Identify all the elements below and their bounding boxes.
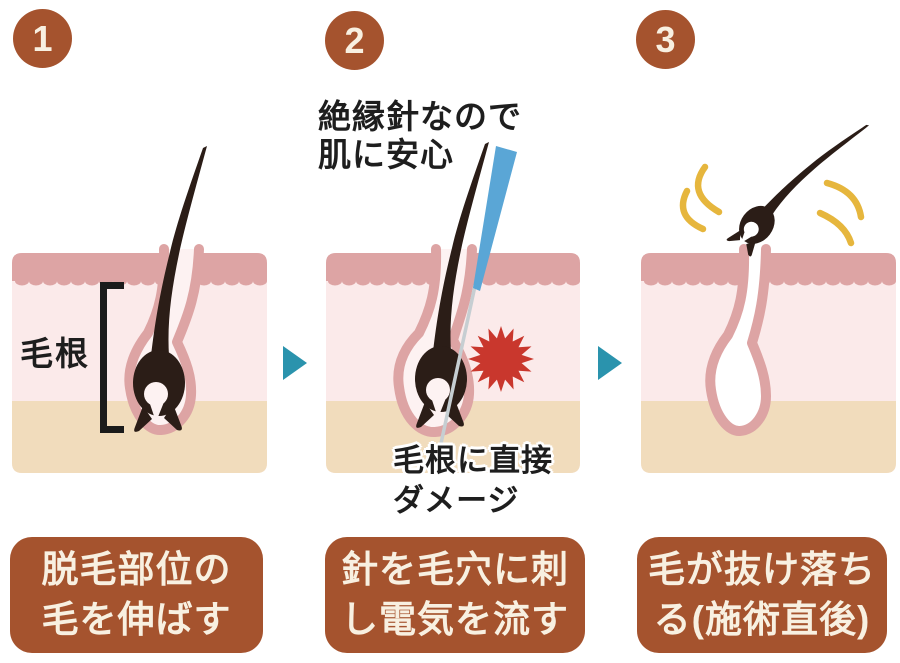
step-2-caption: 針を毛穴に刺 し電気を流す — [325, 537, 585, 653]
hair-bulb-claw-left — [416, 402, 434, 428]
needle-safety-note: 絶縁針なので 肌に安心 — [318, 98, 522, 173]
subcutis-layer — [12, 401, 267, 473]
insulated-needle-grip — [473, 146, 517, 291]
empty-follicle-wall — [705, 244, 771, 436]
hair-shaft — [151, 146, 207, 356]
next-arrow-icon — [283, 346, 307, 380]
hair-root-label: 毛根 — [20, 335, 90, 372]
panel-3-skin-illustration — [641, 124, 896, 473]
needle-shaft — [438, 284, 477, 450]
motion-arc-left-outer — [694, 163, 723, 216]
hair-with-root — [415, 142, 489, 428]
motion-arc-right-inner — [816, 209, 855, 247]
hair-shaft — [762, 124, 870, 216]
epidermis-layer — [12, 253, 267, 286]
hair-bulb-claw-left — [726, 230, 741, 242]
hair-bulb-notch — [743, 221, 759, 237]
motion-arcs — [679, 163, 865, 247]
step-3-caption: 毛が抜け落ち る(施術直後) — [637, 537, 887, 653]
step-1-badge: 1 — [13, 9, 72, 68]
panel-2-skin-illustration — [326, 142, 580, 473]
panel-1-skin-illustration — [12, 146, 267, 473]
subcutis-layer — [326, 401, 580, 473]
plucked-hair — [726, 124, 870, 257]
step-2-badge: 2 — [325, 11, 384, 70]
hair-bulb-claw-left — [134, 406, 152, 432]
subcutis-layer — [641, 401, 896, 473]
hair-bulb-claw-right — [746, 240, 756, 257]
hair-root-bracket — [100, 282, 124, 433]
hair-bulb-notch — [426, 378, 450, 402]
hair-shaft — [433, 142, 489, 352]
hair-bulb-claw-right — [446, 400, 464, 427]
motion-arc-right-outer — [823, 179, 865, 221]
damage-burst-icon — [468, 326, 534, 392]
root-damage-note: 毛根に直接 ダメージ — [393, 443, 553, 518]
step-3-badge: 3 — [636, 10, 695, 69]
hair-bulb-notch — [144, 382, 168, 406]
next-arrow-icon — [598, 346, 622, 380]
hair-with-root — [133, 146, 207, 432]
motion-arc-left-inner — [679, 187, 707, 233]
step-1-caption: 脱毛部位の 毛を伸ばす — [10, 537, 263, 653]
hair-bulb-claw-right — [164, 404, 182, 431]
